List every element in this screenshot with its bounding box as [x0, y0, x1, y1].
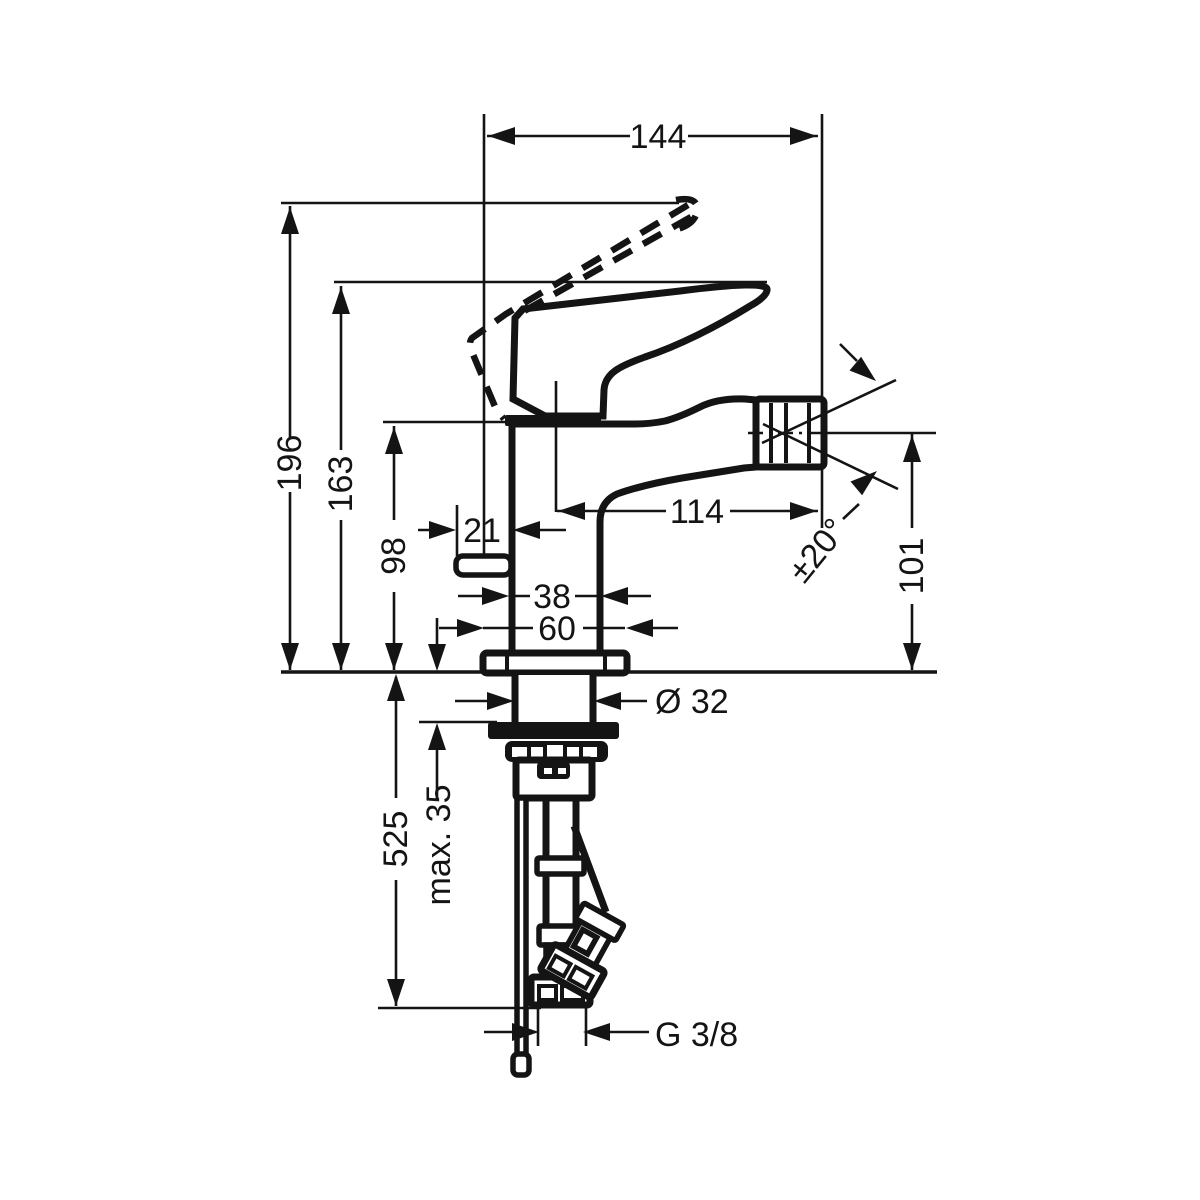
angle-leader-lower [842, 503, 860, 520]
angle-line-upper [761, 378, 897, 445]
raised-handle-tip [673, 195, 701, 234]
clamp-tab-hole [544, 768, 552, 774]
dim-label-overall-width: 144 [630, 118, 687, 156]
bracket-slot [531, 747, 543, 757]
nut-facet [566, 964, 596, 992]
bracket-slot [512, 747, 527, 757]
lever-handle [509, 281, 771, 420]
dim-label-rod-offset: 21 [463, 512, 501, 550]
connector-window [569, 925, 601, 958]
supply-hose-angled [570, 824, 610, 914]
under-counter-assembly [488, 674, 627, 1078]
raised-handle-outer-edge [466, 202, 690, 422]
angled-connector [537, 900, 627, 1001]
bracket-slot [567, 747, 579, 757]
clamp-tab [537, 762, 570, 779]
dimension-labels: 144 196 163 98 21 114 ±20° 101 38 60 Ø 3… [271, 118, 931, 1054]
faucet-outline [453, 281, 828, 677]
popup-rod [514, 795, 529, 1059]
dim-label-connection-thread: G 3/8 [655, 1016, 738, 1054]
shank-fill [516, 675, 592, 722]
bracket-slot [547, 745, 563, 760]
angle-leader-upper [839, 343, 858, 362]
dim-label-base-width: 60 [538, 610, 576, 648]
dim-label-max-deck-thickness: max. 35 [420, 785, 458, 906]
dim-label-spout-reach: 114 [670, 493, 724, 531]
dim-label-shank-diameter: Ø 32 [655, 683, 729, 721]
handle-raised-dashed [466, 195, 701, 422]
dim-label-spout-angle: ±20° [781, 511, 855, 589]
dim-label-handle-height: 163 [322, 456, 360, 513]
dim-label-outlet-height: 101 [893, 538, 931, 595]
nut-facet [546, 953, 574, 980]
hose-collar [534, 855, 587, 877]
dim-label-overall-height: 196 [271, 435, 309, 492]
handle-base-cap [505, 415, 601, 426]
dim-label-body-width: 38 [533, 578, 571, 616]
mounting-flange [488, 722, 619, 739]
nut-facet [537, 984, 558, 1002]
angle-line-lower [762, 422, 899, 491]
clamp-tab-hole [558, 768, 566, 774]
faucet-body-and-spout [508, 395, 760, 658]
bracket-slot [583, 747, 597, 757]
dimension-lines [281, 114, 937, 1046]
dim-label-hose-length: 525 [377, 811, 415, 868]
dim-label-body-height: 98 [375, 537, 413, 575]
popup-rod-foot [510, 1051, 532, 1078]
popup-rod-knob [453, 553, 514, 578]
ext-lines-g38 [536, 1006, 588, 1046]
